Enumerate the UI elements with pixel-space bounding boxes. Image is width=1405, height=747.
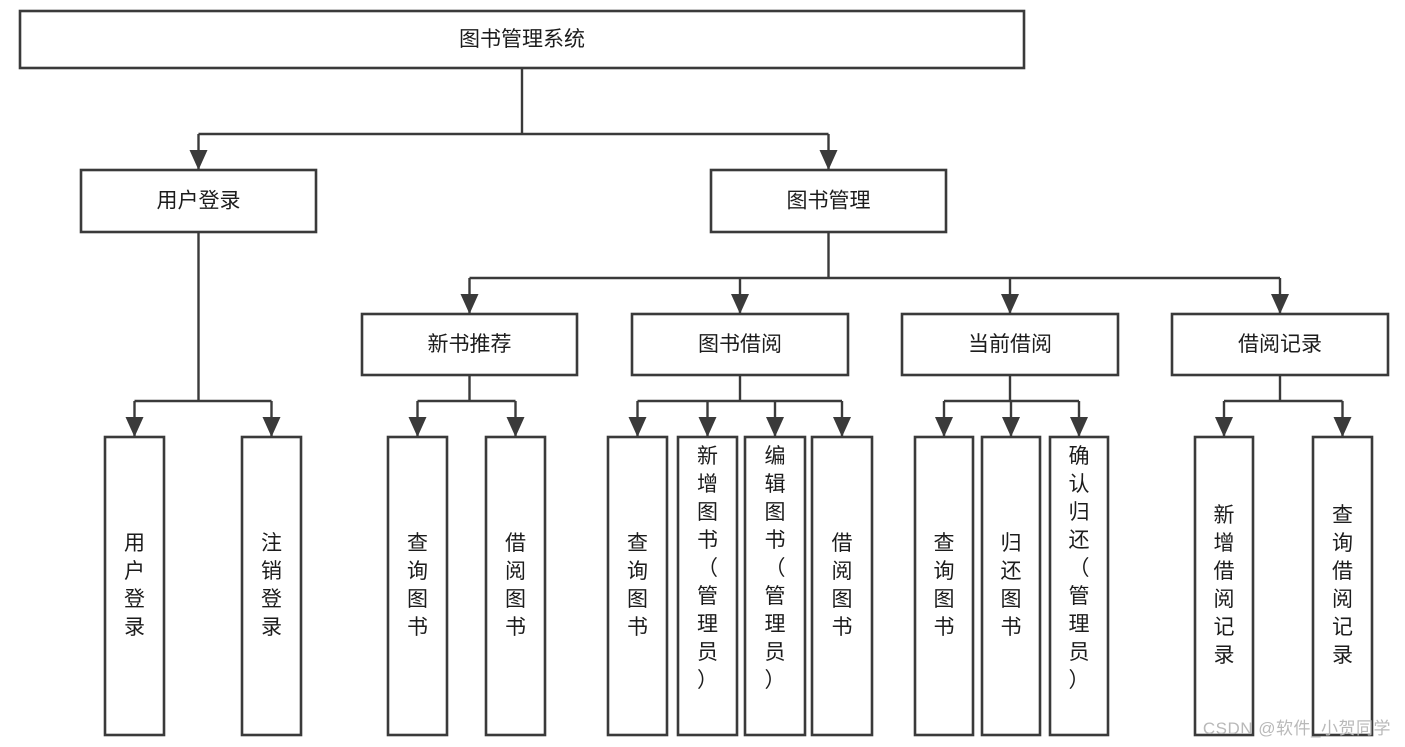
arrow-head-icon (935, 417, 953, 437)
arrow-head-icon (1215, 417, 1233, 437)
node-label: 确认归还（管理员） (1069, 445, 1090, 692)
node-box (913, 435, 975, 737)
node-label: 注销登录 (261, 532, 282, 639)
node-借阅记录[interactable]: 借阅记录 (1170, 312, 1390, 377)
node-layer: 图书管理系统用户登录用户登录注销登录图书管理新书推荐查询图书借阅图书图书借阅查询… (18, 9, 1390, 737)
node-box (18, 9, 1026, 70)
node-查询图书[interactable]: 查询图书 (606, 435, 669, 737)
node-box (1048, 435, 1110, 737)
node-label: 图书管理系统 (459, 28, 585, 51)
arrow-head-icon (833, 417, 851, 437)
node-box (103, 435, 166, 737)
node-box (386, 435, 449, 737)
node-label: 用户登录 (124, 532, 145, 639)
node-box (1193, 435, 1255, 737)
arrow-head-icon (1002, 417, 1020, 437)
node-用户登录[interactable]: 用户登录 (79, 168, 318, 234)
node-box (606, 435, 669, 737)
node-label: 新增图书（管理员） (697, 445, 718, 692)
node-label: 编辑图书（管理员） (765, 445, 786, 692)
arrow-head-icon (1070, 417, 1088, 437)
node-查询图书[interactable]: 查询图书 (386, 435, 449, 737)
node-确认归还管理员[interactable]: 确认归还（管理员） (1048, 435, 1110, 737)
node-box (360, 312, 579, 377)
node-借阅图书[interactable]: 借阅图书 (810, 435, 874, 737)
node-新增图书管理员[interactable]: 新增图书（管理员） (676, 435, 739, 737)
node-查询借阅记录[interactable]: 查询借阅记录 (1311, 435, 1374, 737)
arrow-head-icon (698, 417, 717, 437)
node-box (743, 435, 807, 737)
node-label: 归还图书 (1001, 532, 1022, 639)
arrow-head-icon (766, 417, 784, 437)
node-借阅图书[interactable]: 借阅图书 (484, 435, 547, 737)
arrow-head-icon (1333, 417, 1352, 437)
node-box (1311, 435, 1374, 737)
node-label: 查询图书 (934, 532, 955, 639)
arrow-head-icon (506, 417, 525, 437)
arrow-head-icon (125, 417, 144, 437)
node-编辑图书管理员[interactable]: 编辑图书（管理员） (743, 435, 807, 737)
node-label: 图书管理 (787, 190, 871, 213)
connector-layer (125, 68, 1352, 437)
node-图书管理系统[interactable]: 图书管理系统 (18, 9, 1026, 70)
node-label: 新书推荐 (428, 333, 512, 356)
node-图书管理[interactable]: 图书管理 (709, 168, 948, 234)
node-box (709, 168, 948, 234)
node-注销登录[interactable]: 注销登录 (240, 435, 303, 737)
node-label: 借阅图书 (832, 532, 853, 639)
node-label: 图书借阅 (698, 333, 782, 356)
node-box (79, 168, 318, 234)
arrow-head-icon (460, 294, 479, 314)
node-图书借阅[interactable]: 图书借阅 (630, 312, 850, 377)
node-用户登录[interactable]: 用户登录 (103, 435, 166, 737)
node-box (810, 435, 874, 737)
watermark-label: CSDN @软件_小贺同学 (1202, 719, 1391, 738)
node-box (240, 435, 303, 737)
node-label: 当前借阅 (968, 333, 1052, 356)
node-归还图书[interactable]: 归还图书 (980, 435, 1042, 737)
arrow-head-icon (731, 294, 749, 314)
node-box (630, 312, 850, 377)
node-新书推荐[interactable]: 新书推荐 (360, 312, 579, 377)
node-label: 查询图书 (407, 532, 428, 639)
node-查询图书[interactable]: 查询图书 (913, 435, 975, 737)
arrow-head-icon (408, 417, 427, 437)
node-box (980, 435, 1042, 737)
node-新增借阅记录[interactable]: 新增借阅记录 (1193, 435, 1255, 737)
node-label: 用户登录 (157, 190, 241, 213)
arrow-head-icon (1001, 294, 1019, 314)
node-label: 借阅图书 (505, 532, 526, 639)
arrow-head-icon (628, 417, 647, 437)
node-box (484, 435, 547, 737)
node-label: 新增借阅记录 (1214, 504, 1235, 667)
node-label: 借阅记录 (1238, 333, 1322, 356)
node-label: 查询图书 (627, 532, 648, 639)
node-box (676, 435, 739, 737)
node-box (900, 312, 1120, 377)
node-box (1170, 312, 1390, 377)
arrow-head-icon (189, 150, 208, 170)
arrow-head-icon (1271, 294, 1289, 314)
arrow-head-icon (819, 150, 838, 170)
arrow-head-icon (262, 417, 281, 437)
node-label: 查询借阅记录 (1332, 504, 1353, 667)
node-当前借阅[interactable]: 当前借阅 (900, 312, 1120, 377)
